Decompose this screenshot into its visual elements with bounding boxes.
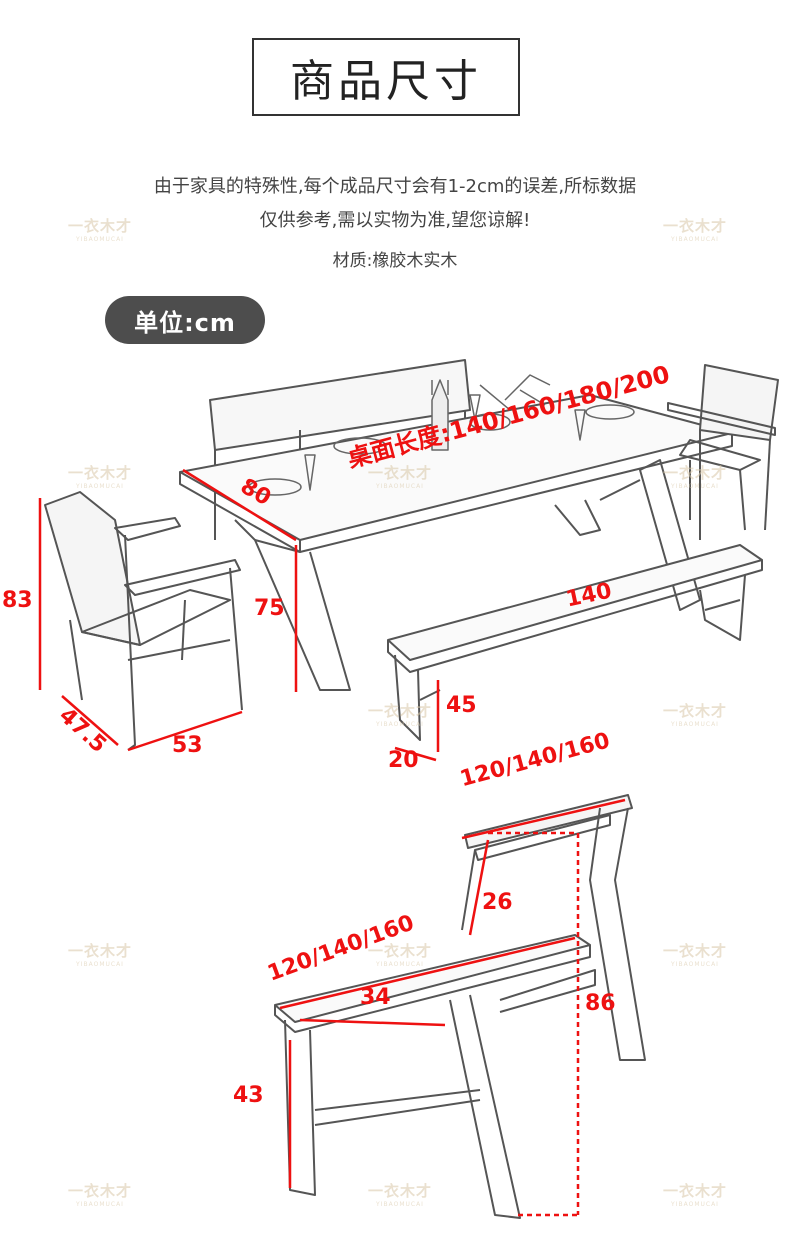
- dim-bench-height: 45: [446, 693, 477, 718]
- dim-backbench-total-height: 86: [585, 991, 616, 1016]
- dim-table-height: 75: [254, 596, 285, 621]
- page-title: 商品尺寸: [252, 38, 520, 116]
- dim-chair-width: 53: [172, 733, 203, 758]
- dim-backbench-seat-depth: 34: [360, 985, 391, 1010]
- dim-chair-height: 83: [2, 588, 33, 613]
- description-line-1: 由于家具的特殊性,每个成品尺寸会有1-2cm的误差,所标数据: [153, 176, 637, 197]
- material-text: 材质:橡胶木实木: [332, 251, 458, 271]
- front-chair-sketch: [44, 491, 243, 751]
- unit-badge: 单位:cm: [105, 296, 265, 344]
- dim-backbench-back-thickness: 26: [482, 890, 513, 915]
- dimension-lines: [38, 468, 626, 1217]
- description-line-2: 仅供参考,需以实物为准,望您谅解!: [259, 210, 531, 231]
- dim-bench-depth: 20: [388, 748, 419, 773]
- right-chair-sketch: [667, 364, 779, 540]
- dim-backbench-seat-height: 43: [233, 1083, 264, 1108]
- flat-bench-sketch: [387, 544, 763, 741]
- tableware-sketch: [248, 374, 635, 496]
